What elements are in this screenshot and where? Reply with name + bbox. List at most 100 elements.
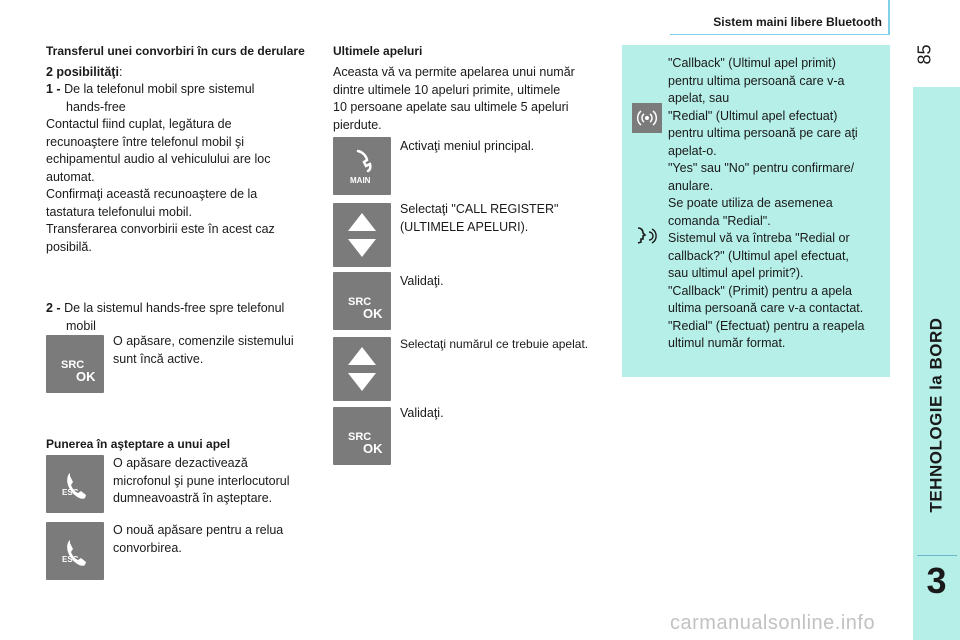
esc-text: ESC xyxy=(62,555,79,564)
intro-line: Aceasta vă va permite apelarea unui numă… xyxy=(333,65,575,79)
src-ok-button: SRC OK xyxy=(46,335,104,393)
note-line: apelat, sau xyxy=(668,91,730,105)
up-down-button xyxy=(333,203,391,267)
options-colon: : xyxy=(118,65,123,79)
para-line: posibilă. xyxy=(46,239,92,254)
arrow-down-icon xyxy=(348,239,376,257)
para-line: automat. xyxy=(46,169,95,184)
note-line: ultima persoană care v-a contactat. xyxy=(668,301,864,315)
step-validate: Validaţi. xyxy=(400,274,444,288)
src-ok-icon: SRC OK xyxy=(348,431,383,456)
src-ok-icon: SRC OK xyxy=(348,296,383,321)
options-line: 2 posibilităţi: xyxy=(46,64,122,82)
note-line: ultimul număr format. xyxy=(668,336,786,350)
src-ok-button: SRC OK xyxy=(333,272,391,330)
esc-text: ESC xyxy=(62,488,79,497)
note-line: pentru ultima persoană pe care aţi xyxy=(668,126,858,140)
step-line: (ULTIMELE APELURI). xyxy=(400,219,529,234)
note-line: pentru ultima persoană care v-a xyxy=(668,73,845,88)
option-2-line1: De la sistemul hands-free spre telefonul xyxy=(64,301,285,315)
note-line: microfonul şi pune interlocutorul xyxy=(113,473,290,488)
step-line: Selectaţi "CALL REGISTER" xyxy=(400,202,559,216)
intro-line: dintre ultimele 10 apeluri primite, ulti… xyxy=(333,82,561,97)
options-label: 2 posibilităţi xyxy=(46,65,119,79)
intro-line: pierdute. xyxy=(333,117,382,132)
speaker-waves-icon xyxy=(636,110,658,126)
note-line: apelat-o. xyxy=(668,143,717,158)
note-line: sau ultimul apel primit?). xyxy=(668,266,804,280)
esc-button: ESC xyxy=(46,455,104,513)
step-activate-menu: Activaţi meniul principal. xyxy=(400,139,535,153)
note-line: O apăsare dezactivează xyxy=(113,456,248,470)
arrow-up-icon xyxy=(348,347,376,365)
note-block-2: Se poate utiliza de asemenea comanda "Re… xyxy=(668,195,886,353)
arrow-down-icon xyxy=(348,373,376,391)
option-1-line1: De la telefonul mobil spre sistemul xyxy=(64,82,255,96)
note-line: callback?" (Ultimul apel efectuat, xyxy=(668,248,849,263)
phone-main-icon: MAIN xyxy=(350,149,372,185)
src-text: SRC xyxy=(61,359,84,371)
note-line: dumneavoastră în aşteptare. xyxy=(113,491,273,505)
ok-text: OK xyxy=(76,369,96,384)
section-title: Sistem maini libere Bluetooth xyxy=(713,15,882,29)
arrow-up-icon xyxy=(348,213,376,231)
header-vertical-divider xyxy=(888,0,890,34)
note-line: "Callback" (Primit) pentru a apela xyxy=(668,283,852,298)
transfer-paragraph: Contactul fiind cuplat, legătura de recu… xyxy=(46,116,326,256)
phone-esc-icon: ESC xyxy=(62,473,86,499)
src-text: SRC xyxy=(348,431,371,443)
note-line: convorbirea. xyxy=(113,540,182,555)
chapter-number: 3 xyxy=(926,560,947,601)
chapter-label-text: TEHNOLOGIE la BORD xyxy=(926,317,946,513)
src-ok-icon: SRC OK xyxy=(61,359,96,384)
step-select-register: Selectaţi "CALL REGISTER" (ULTIMELE APEL… xyxy=(400,201,610,236)
esc-note-1: O apăsare dezactivează microfonul şi pun… xyxy=(113,455,313,508)
esc-button: ESC xyxy=(46,522,104,580)
note-block-1: "Callback" (Ultimul apel primit) pentru … xyxy=(668,55,886,195)
main-button: MAIN xyxy=(333,137,391,195)
recent-calls-heading: Ultimele apeluri xyxy=(333,44,423,58)
src-ok-button: SRC OK xyxy=(333,407,391,465)
option-1: 1 - De la telefonul mobil spre sistemul … xyxy=(46,81,326,116)
page-number: 85 xyxy=(914,44,935,65)
ok-text: OK xyxy=(363,441,383,456)
src-text: SRC xyxy=(348,296,371,308)
speaking-head-icon xyxy=(637,227,657,244)
header-divider xyxy=(670,34,890,35)
note-line: comanda "Redial". xyxy=(668,213,771,228)
voice-command-icon xyxy=(632,222,662,252)
para-line: Contactul fiind cuplat, legătura de xyxy=(46,117,232,131)
hold-heading: Punerea în aşteptare a unui apel xyxy=(46,437,231,451)
note-line: "Yes" sau "No" pentru confirmare/ xyxy=(668,161,855,175)
phone-esc-icon: ESC xyxy=(62,540,86,566)
option-1-line2: hands-free xyxy=(66,99,126,114)
step-select-number: Selectaţi numărul ce trebuie apelat. xyxy=(400,337,589,351)
main-text: MAIN xyxy=(350,176,371,185)
para-line: recunoaştere între telefonul mobil şi xyxy=(46,134,245,149)
esc-note-2: O nouă apăsare pentru a relua convorbire… xyxy=(113,522,313,557)
para-line: tastatura telefonului mobil. xyxy=(46,204,192,219)
up-down-button xyxy=(333,337,391,401)
step-validate: Validaţi. xyxy=(400,406,444,420)
transfer-heading: Transferul unei convorbiri în curs de de… xyxy=(46,44,305,58)
src-note: O apăsare, comenzile sistemului sunt înc… xyxy=(113,333,313,368)
option-2: 2 - De la sistemul hands-free spre telef… xyxy=(46,300,326,335)
note-line: Sistemul vă va întreba "Redial or xyxy=(668,231,850,245)
note-line: "Callback" (Ultimul apel primit) xyxy=(668,56,836,70)
para-line: Confirmaţi această recunoaştere de la xyxy=(46,187,258,201)
para-line: Transferarea convorbirii este în acest c… xyxy=(46,222,275,236)
chapter-label: TEHNOLOGIE la BORD xyxy=(913,285,960,545)
option-1-number: 1 - xyxy=(46,82,61,96)
note-line: anulare. xyxy=(668,178,714,193)
option-2-number: 2 - xyxy=(46,301,61,315)
para-line: echipamentul audio al vehiculului are lo… xyxy=(46,152,271,166)
option-2-line2: mobil xyxy=(66,318,96,333)
note-line: "Redial" (Ultimul apel efectuat) xyxy=(668,108,838,123)
watermark: carmanualsonline.info xyxy=(670,612,876,634)
note-line: O apăsare, comenzile sistemului xyxy=(113,334,294,348)
ok-text: OK xyxy=(363,306,383,321)
note-line: O nouă apăsare pentru a relua xyxy=(113,523,284,537)
chapter-band xyxy=(913,87,960,640)
recent-calls-intro: Aceasta vă va permite apelarea unui numă… xyxy=(333,64,613,134)
voice-command-note xyxy=(622,45,890,377)
